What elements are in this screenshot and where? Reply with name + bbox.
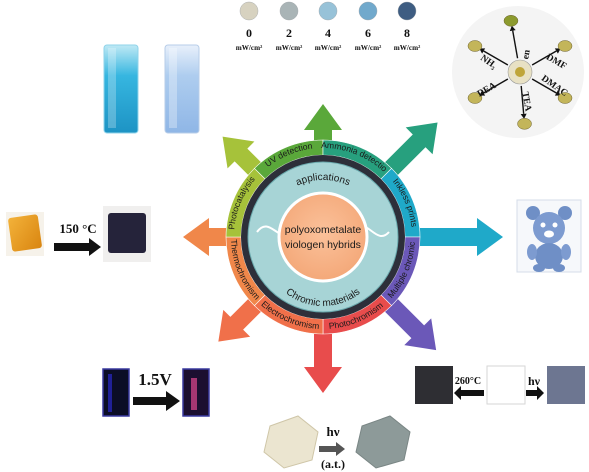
multichromic-panel: 260°C hν: [415, 365, 585, 405]
uv-swatch-6: [358, 1, 378, 21]
uv-swatch-4: [318, 1, 338, 21]
uv-swatch-8: [397, 1, 417, 21]
vapour-arrow: [531, 78, 557, 94]
cuvette-pale: [164, 44, 200, 134]
vapour-crystal: [557, 92, 573, 104]
uv-swatch-2: [279, 1, 299, 21]
uv-unit-label: mW/cm²: [236, 44, 263, 52]
sample-blue: [547, 366, 585, 404]
uv-unit-label: mW/cm²: [355, 44, 382, 52]
voltage-label: 1.5V: [138, 370, 172, 389]
uv-unit-label: mW/cm²: [394, 44, 421, 52]
vapour-label: TEA: [519, 91, 532, 112]
uv-swatch-0: [239, 1, 259, 21]
multi-arrow-left: [454, 386, 484, 400]
hexagon-before: [263, 415, 319, 469]
center-line2: viologen hybrids: [285, 239, 361, 251]
electro-cuvette-before: [102, 368, 130, 417]
uv-intensity-scale: 0 mW/cm² 2 mW/cm² 4 mW/cm² 6 mW/cm² 8 mW/cm²: [236, 1, 421, 52]
multi-heat-label: 260°C: [455, 376, 481, 387]
vapour-crystal: [517, 118, 532, 130]
photo-hv-label: hν: [326, 424, 339, 439]
multi-arrow-right: [526, 386, 544, 400]
vapour-arrow: [483, 78, 509, 94]
dark-crystal: [108, 213, 146, 253]
inkless-print: [516, 199, 582, 273]
thermo-temp-label: 150 °C: [59, 221, 96, 236]
inner-label-applications: applications: [294, 172, 351, 189]
electro-arrow: [133, 391, 180, 411]
vapour-crystal: [467, 92, 483, 104]
vapour-arrow: [512, 30, 519, 59]
uv-value-8: 8: [404, 26, 410, 40]
uv-value-6: 6: [365, 26, 371, 40]
thermo-panel: 150 °C: [6, 206, 151, 262]
electro-panel: 1.5V: [102, 368, 210, 417]
multi-hv-label: hν: [528, 374, 541, 388]
amber-crystal: [8, 214, 42, 252]
vapour-crystal: [557, 40, 573, 52]
thermo-arrow: [54, 238, 101, 256]
vapour-arrow: [483, 50, 509, 66]
sample-white: [486, 365, 526, 405]
vapour-label: en: [521, 48, 533, 60]
center-line1: polyoxometalate: [285, 224, 362, 236]
uv-cuvettes: [103, 44, 200, 134]
vapour-crystal: [467, 40, 483, 52]
vapour-crystal: [503, 15, 519, 27]
photo-at-label: (a.t.): [321, 457, 345, 471]
uv-unit-label: mW/cm²: [276, 44, 303, 52]
uv-value-0: 0: [246, 26, 252, 40]
sample-dark: [415, 366, 453, 404]
uv-value-2: 2: [286, 26, 292, 40]
uv-unit-label: mW/cm²: [315, 44, 342, 52]
cuvette-blue: [103, 44, 139, 134]
vapour-arrow: [520, 85, 525, 114]
vapour-arrow: [531, 50, 557, 66]
photo-panel: hν (a.t.): [263, 415, 411, 471]
hexagon-after: [355, 415, 411, 469]
uv-value-4: 4: [325, 26, 331, 40]
center-core: [277, 191, 369, 283]
photo-arrow: [319, 442, 345, 456]
